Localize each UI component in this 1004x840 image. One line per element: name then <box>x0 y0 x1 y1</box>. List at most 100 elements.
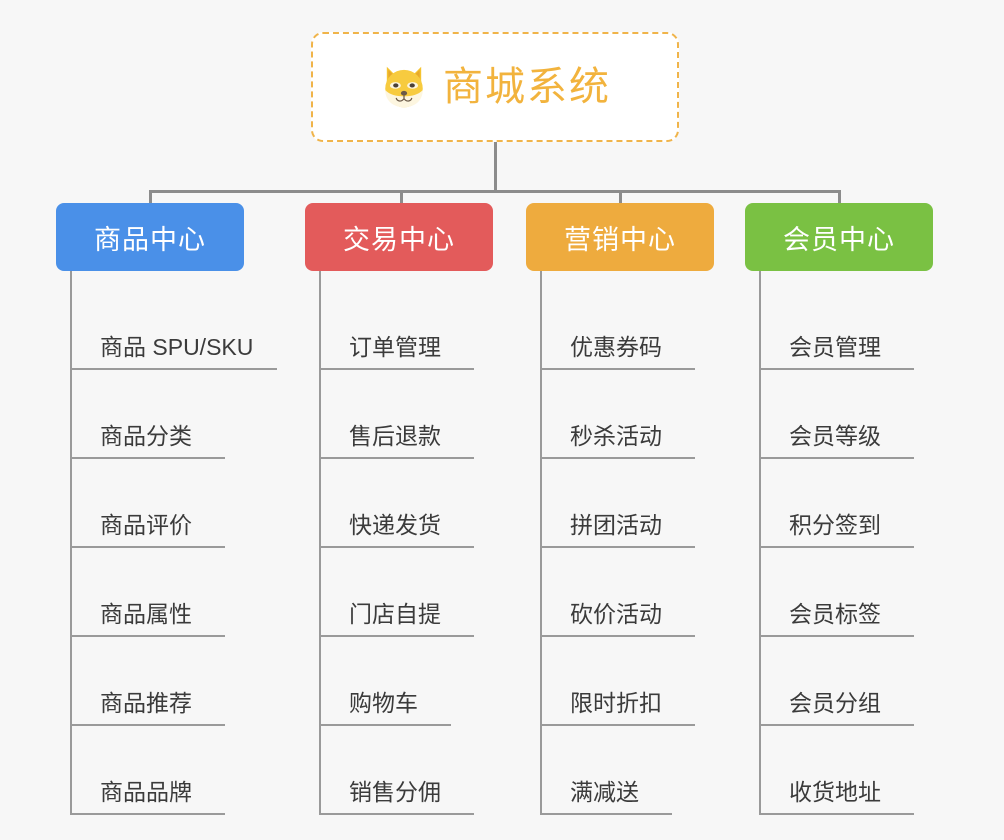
list-item-underline <box>540 546 695 548</box>
root-node-title: 商城系统 <box>443 65 611 109</box>
connector-drop-3 <box>619 190 622 205</box>
list-item-underline <box>540 457 695 459</box>
list-item-underline <box>319 457 474 459</box>
list-item-label: 商品评价 <box>100 511 192 538</box>
list-item[interactable]: 秒杀活动 <box>512 370 732 459</box>
category-header-label: 交易中心 <box>343 224 455 255</box>
category-column-product: 商品中心 商品 SPU/SKU 商品分类 商品评价 商品属性 商品推荐 <box>56 203 277 815</box>
category-column-member: 会员中心 会员管理 会员等级 积分签到 会员标签 会员分组 <box>731 203 951 815</box>
list-item[interactable]: 商品属性 <box>56 548 276 637</box>
list-item-underline <box>540 635 695 637</box>
list-item-underline <box>540 724 695 726</box>
list-item-label: 售后退款 <box>349 422 441 449</box>
list-item[interactable]: 限时折扣 <box>512 637 732 726</box>
connector-root-stem <box>494 142 497 192</box>
item-list-product: 商品 SPU/SKU 商品分类 商品评价 商品属性 商品推荐 商品品牌 <box>56 271 277 815</box>
list-item-label: 会员等级 <box>789 422 881 449</box>
list-item-underline <box>70 724 225 726</box>
root-node-shop-system[interactable]: 商城系统 <box>311 32 679 142</box>
list-item-underline <box>70 635 225 637</box>
list-item-label: 门店自提 <box>349 600 441 627</box>
item-list-member: 会员管理 会员等级 积分签到 会员标签 会员分组 收货地址 <box>731 271 951 815</box>
list-item[interactable]: 会员管理 <box>731 281 951 370</box>
list-item[interactable]: 销售分佣 <box>293 726 513 815</box>
list-item[interactable]: 砍价活动 <box>512 548 732 637</box>
list-item-underline <box>759 724 914 726</box>
category-header-member[interactable]: 会员中心 <box>745 203 933 271</box>
list-item[interactable]: 门店自提 <box>293 548 513 637</box>
list-item-underline <box>70 368 277 370</box>
list-item-underline <box>759 368 914 370</box>
list-item[interactable]: 购物车 <box>293 637 513 726</box>
category-column-trade: 交易中心 订单管理 售后退款 快递发货 门店自提 购物车 <box>293 203 513 815</box>
list-item-underline <box>759 546 914 548</box>
connector-drop-4 <box>838 190 841 205</box>
list-item-label: 收货地址 <box>789 778 881 805</box>
item-list-marketing: 优惠券码 秒杀活动 拼团活动 砍价活动 限时折扣 满减送 <box>512 271 732 815</box>
list-item[interactable]: 商品评价 <box>56 459 276 548</box>
list-item-label: 限时折扣 <box>570 689 662 716</box>
list-item-underline <box>319 546 474 548</box>
category-header-product[interactable]: 商品中心 <box>56 203 244 271</box>
spine-line <box>70 271 72 815</box>
list-item[interactable]: 优惠券码 <box>512 281 732 370</box>
list-item-label: 商品属性 <box>100 600 192 627</box>
list-item-label: 销售分佣 <box>349 778 441 805</box>
list-item-label: 订单管理 <box>349 333 441 360</box>
list-item-label: 快递发货 <box>349 511 441 538</box>
list-item-label: 秒杀活动 <box>570 422 662 449</box>
list-item[interactable]: 收货地址 <box>731 726 951 815</box>
item-list-trade: 订单管理 售后退款 快递发货 门店自提 购物车 销售分佣 <box>293 271 513 815</box>
list-item-label: 商品分类 <box>100 422 192 449</box>
category-column-marketing: 营销中心 优惠券码 秒杀活动 拼团活动 砍价活动 限时折扣 <box>512 203 732 815</box>
connector-horizontal-bus <box>149 190 841 193</box>
list-item-label: 拼团活动 <box>570 511 662 538</box>
shiba-dog-face-icon <box>385 66 423 108</box>
list-item-label: 商品 SPU/SKU <box>100 333 254 360</box>
list-item[interactable]: 会员分组 <box>731 637 951 726</box>
list-item-underline <box>319 724 451 726</box>
spine-line <box>759 271 761 815</box>
list-item-underline <box>70 457 225 459</box>
category-header-marketing[interactable]: 营销中心 <box>526 203 714 271</box>
list-item[interactable]: 商品品牌 <box>56 726 276 815</box>
list-item-label: 会员管理 <box>789 333 881 360</box>
list-item-underline <box>319 368 474 370</box>
list-item-underline <box>540 813 672 815</box>
list-item[interactable]: 会员等级 <box>731 370 951 459</box>
list-item-label: 积分签到 <box>789 511 881 538</box>
list-item-underline <box>319 635 474 637</box>
list-item[interactable]: 积分签到 <box>731 459 951 548</box>
category-header-label: 会员中心 <box>783 224 895 255</box>
list-item[interactable]: 会员标签 <box>731 548 951 637</box>
list-item[interactable]: 满减送 <box>512 726 732 815</box>
list-item-underline <box>540 368 695 370</box>
list-item[interactable]: 快递发货 <box>293 459 513 548</box>
list-item-underline <box>319 813 474 815</box>
list-item-underline <box>70 813 225 815</box>
list-item-label: 会员分组 <box>789 689 881 716</box>
list-item-label: 砍价活动 <box>570 600 662 627</box>
list-item[interactable]: 商品推荐 <box>56 637 276 726</box>
list-item-label: 优惠券码 <box>570 333 662 360</box>
list-item-underline <box>759 813 914 815</box>
list-item[interactable]: 售后退款 <box>293 370 513 459</box>
list-item-label: 会员标签 <box>789 600 881 627</box>
list-item-underline <box>759 635 914 637</box>
category-header-trade[interactable]: 交易中心 <box>305 203 493 271</box>
list-item-label: 商品推荐 <box>100 689 192 716</box>
spine-line <box>540 271 542 815</box>
list-item-label: 购物车 <box>349 689 418 716</box>
spine-line <box>319 271 321 815</box>
list-item-underline <box>70 546 225 548</box>
list-item-underline <box>759 457 914 459</box>
list-item[interactable]: 商品分类 <box>56 370 276 459</box>
category-header-label: 营销中心 <box>564 224 676 255</box>
connector-drop-1 <box>149 190 152 205</box>
list-item[interactable]: 拼团活动 <box>512 459 732 548</box>
list-item[interactable]: 订单管理 <box>293 281 513 370</box>
connector-drop-2 <box>400 190 403 205</box>
list-item[interactable]: 商品 SPU/SKU <box>56 281 277 370</box>
list-item-label: 商品品牌 <box>100 778 192 805</box>
